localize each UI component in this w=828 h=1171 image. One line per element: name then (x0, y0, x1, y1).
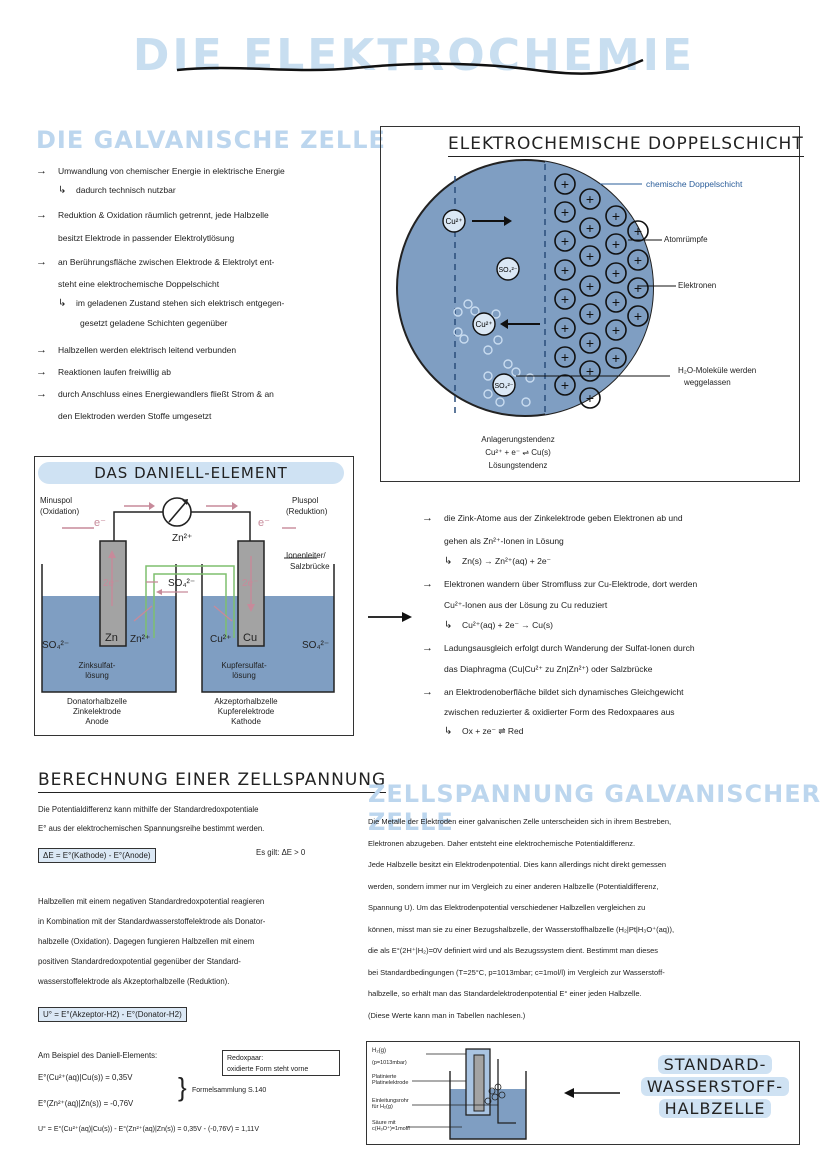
svg-text:+: + (561, 233, 569, 249)
atomrumpf-group (554, 173, 649, 409)
svg-text:+: + (561, 262, 569, 278)
plus-signs: + + + + + + + + + + + + + + + + + + + + + + + + + + (561, 176, 642, 406)
svg-text:+: + (612, 265, 620, 281)
e-cu: E°(Cu²⁺(aq)|Cu(s)) = 0,35V (38, 1073, 133, 1082)
galvanic-bullets: →Umwandlung von chemischer Energie in el… (36, 165, 285, 421)
formula-delta-e-note: Es gilt: ΔE > 0 (256, 848, 306, 857)
two-e-right: 2e⁻ (242, 578, 259, 589)
svg-text:+: + (561, 320, 569, 336)
svg-text:+: + (586, 335, 594, 351)
svg-text:+: + (612, 350, 620, 366)
svg-text:+: + (586, 248, 594, 264)
redoxpaar-note: Redoxpaar: oxidierte Form steht vorne (222, 1050, 340, 1076)
so4-ion-label-2: SO₄²⁻ (495, 383, 514, 390)
label-h2o-2: weggelassen (684, 378, 731, 387)
svg-text:+: + (612, 294, 620, 310)
doppelschicht-panel (380, 126, 800, 482)
zn-ion-bottom: Zn²⁺ (130, 634, 151, 645)
zinksulfat-label: Zinksulfat-lösung (78, 661, 116, 680)
she-diagram (406, 1048, 620, 1140)
electron-right: e⁻ (258, 517, 270, 529)
she-h2: H₂(g) (372, 1048, 386, 1054)
kupfersulfat-label: Kupfersulfat-lösung (221, 661, 267, 680)
daniell-title: DAS DANIELL-ELEMENT (38, 462, 344, 484)
zellspannung-title: ZELLSPANNUNG GALVANISCHER ZELLE (368, 780, 822, 836)
formula-delta-e: ΔE = E°(Kathode) - E°(Anode) (38, 848, 156, 863)
svg-text:+: + (586, 220, 594, 236)
label-atomrumpfe: Atomrümpfe (664, 235, 708, 244)
example-label: Am Beispiel des Daniell-Elements: (38, 1051, 158, 1060)
svg-text:+: + (561, 349, 569, 365)
she-panel (366, 1041, 800, 1145)
brace-icon: } (178, 1072, 187, 1102)
daniell-panel (34, 456, 354, 736)
label-h2o-1: H₂O-Moleküle werden (678, 366, 757, 375)
label-chem-doppelschicht: chemische Doppelschicht (646, 179, 743, 189)
svg-text:+: + (634, 223, 642, 239)
svg-text:+: + (586, 306, 594, 322)
svg-text:+: + (634, 280, 642, 296)
berechnung-paragraph: Halbzellen mit einem negativen Standardr… (38, 897, 266, 986)
doppelschicht-caption: Anlagerungstendenz Cu²⁺ + e⁻ ⇌ Cu(s) Lös… (481, 435, 555, 470)
berechnung-intro: Die Potentialdifferenz kann mithilfe der… (38, 805, 265, 833)
u-result: U° = E°(Cu²⁺(aq)|Cu(s)) - E°(Zn²⁺(aq)|Zn… (38, 1126, 259, 1133)
svg-text:+: + (634, 308, 642, 324)
title-scribble (176, 58, 644, 75)
svg-text:+: + (586, 363, 594, 379)
formelsammlung-note: Formelsammlung S.140 (192, 1087, 267, 1094)
berechnung-title: BERECHNUNG EINER ZELLSPANNUNG (38, 770, 387, 793)
svg-text:+: + (612, 322, 620, 338)
svg-text:+: + (612, 236, 620, 252)
right-arrow-icon (368, 612, 412, 622)
galvanic-title: DIE GALVANISCHE ZELLE (36, 126, 386, 154)
she-title: STANDARD- WASSERSTOFF- HALBZELLE (640, 1054, 790, 1120)
zn-ion-top: Zn²⁺ (172, 533, 193, 544)
svg-text:+: + (612, 208, 620, 224)
ionenleiter-label: Ionenleiter/ (286, 551, 326, 560)
electron-left: e⁻ (94, 517, 106, 529)
doppelschicht-diagram: + + + + + + + + + + + + + + + + + + + + + + + + + + Cu²⁺ S… (396, 159, 676, 417)
so4-ion-label-1: SO₄²⁻ (499, 267, 518, 274)
label-elektronen: Elektronen (678, 281, 717, 290)
svg-text:+: + (586, 390, 594, 406)
pluspol-label: Pluspol (292, 496, 319, 505)
svg-text:+: + (561, 176, 569, 192)
she-p: (p=1013mbar) (372, 1060, 407, 1066)
svg-text:+: + (586, 278, 594, 294)
so4-bridge: SO₄²⁻ (168, 578, 196, 589)
reduktion-label: (Reduktion) (286, 507, 328, 516)
so4-left: SO₄²⁻ (42, 640, 70, 651)
daniell-explanation: →die Zink-Atome aus der Zinkelektrode ge… (422, 512, 698, 737)
doppelschicht-title: ELEKTROCHEMISCHE DOPPELSCHICHT (448, 134, 804, 157)
svg-text:+: + (561, 377, 569, 393)
cu-ion-bottom: Cu²⁺ (210, 634, 232, 645)
e-zn: E°(Zn²⁺(aq)|Zn(s)) = -0,76V (38, 1099, 134, 1108)
formula-u: U° = E°(Akzeptor-H2) - E°(Donator-H2) (38, 1007, 187, 1022)
salzbruecke-label: Salzbrücke (290, 562, 330, 571)
svg-text:+: + (561, 204, 569, 220)
svg-text:+: + (586, 191, 594, 207)
cu-ion-label-2: Cu²⁺ (475, 320, 492, 329)
cu-electrode-label: Cu (243, 632, 258, 644)
zn-electrode-label: Zn (105, 632, 118, 644)
oxidation-label: (Oxidation) (40, 507, 80, 516)
so4-right: SO₄²⁻ (302, 640, 330, 651)
svg-text:+: + (634, 252, 642, 268)
daniell-diagram (41, 497, 335, 693)
zellspannung-text: Die Metalle der Elektroden einer galvani… (368, 817, 675, 1020)
minuspol-label: Minuspol (40, 496, 73, 505)
two-e-left: 2e⁻ (103, 578, 120, 589)
svg-text:+: + (561, 291, 569, 307)
cu-ion-label-1: Cu²⁺ (445, 217, 462, 226)
